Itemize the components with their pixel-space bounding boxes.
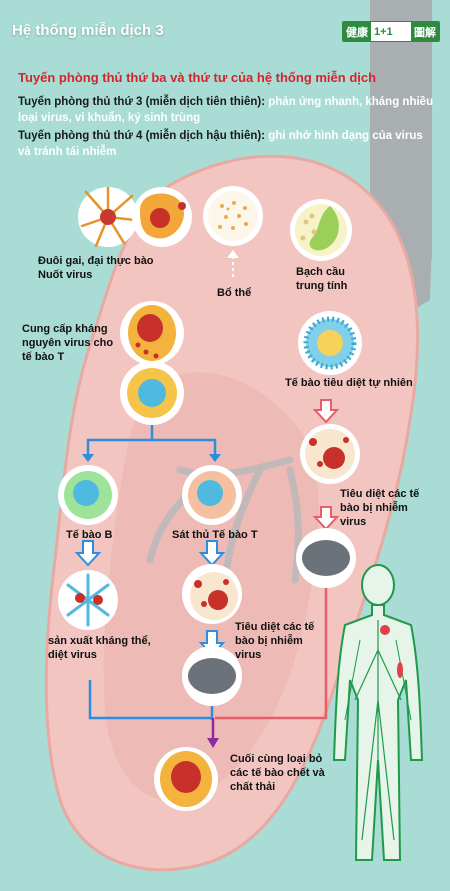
label-antibody: sản xuất kháng thể, diệt virus: [48, 635, 151, 661]
label-kill-infected-right: Tiêu diệt các tế bào bị nhiễm virus: [340, 488, 420, 528]
dead-cell-mid: [182, 646, 242, 706]
flow-arrow-purple: [207, 718, 219, 748]
macrophage-cells: [78, 186, 192, 248]
arrowheads-blue: [82, 454, 221, 462]
infected-cell-mid: [182, 564, 242, 624]
brand-part-1: 健康: [343, 22, 371, 41]
flow-arrows-pink: [215, 585, 328, 720]
complement-cell: [203, 186, 263, 246]
label-b-cell: Tế bào B: [66, 529, 113, 541]
label-nk-cell: Tế bào tiêu diệt tự nhiên: [285, 377, 413, 389]
line-defense-4: Tuyến phòng thủ thứ 4 (miễn dịch hậu thi…: [18, 128, 438, 160]
body-heart-mark: [380, 625, 390, 635]
label-macrophage: Đuôi gai, đại thực bào Nuốt virus: [38, 255, 154, 281]
nk-cell: [298, 311, 362, 375]
body-spleen-mark: [397, 662, 403, 678]
line-defense-3-value: phản ứng nhanh, kháng nhiều loại virus, …: [18, 96, 434, 124]
label-complement: Bổ thể: [217, 287, 252, 299]
label-neutrophil: Bạch cầu trung tính: [296, 266, 348, 292]
final-cell: [154, 747, 218, 811]
dashed-arrowhead: [227, 250, 239, 258]
antibody-cell: [58, 570, 118, 630]
flow-arrows-blue: [86, 424, 217, 720]
label-kill-infected-mid: Tiêu diệt các tế bào bị nhiễm virus: [235, 621, 315, 661]
line-defense-3: Tuyến phòng thủ thứ 3 (miễn dịch tiên th…: [18, 94, 438, 126]
brand-part-2: 1+1: [374, 25, 393, 38]
label-killer-t: Sát thủ Tế bào T: [172, 529, 258, 541]
infected-cell-right: [300, 424, 360, 484]
subtitle: Tuyến phòng thủ thứ ba và thứ tư của hệ …: [18, 70, 377, 85]
page-title: Hệ thống miễn dịch 3: [12, 22, 164, 39]
neutrophil-cell: [290, 199, 352, 261]
label-antigen-present: Cung cấp kháng nguyên virus cho tế bào T: [22, 323, 114, 363]
line-defense-4-value: ghi nhớ hình dạng của virus và tránh tái…: [18, 130, 423, 158]
label-final: Cuối cùng loại bỏ các tế bào chết và chấ…: [230, 753, 325, 793]
line-defense-4-key: Tuyến phòng thủ thứ 4 (miễn dịch hậu thi…: [18, 130, 266, 142]
killer-t-cell: [182, 465, 242, 525]
b-cell: [58, 465, 118, 525]
line-defense-3-key: Tuyến phòng thủ thứ 3 (miễn dịch tiên th…: [18, 96, 266, 108]
brand-logo: 健康 1+1 圖解: [342, 21, 440, 42]
dead-cell-right: [296, 528, 356, 588]
brand-part-3: 圖解: [411, 22, 439, 41]
antigen-presenting-cells: [120, 301, 184, 425]
